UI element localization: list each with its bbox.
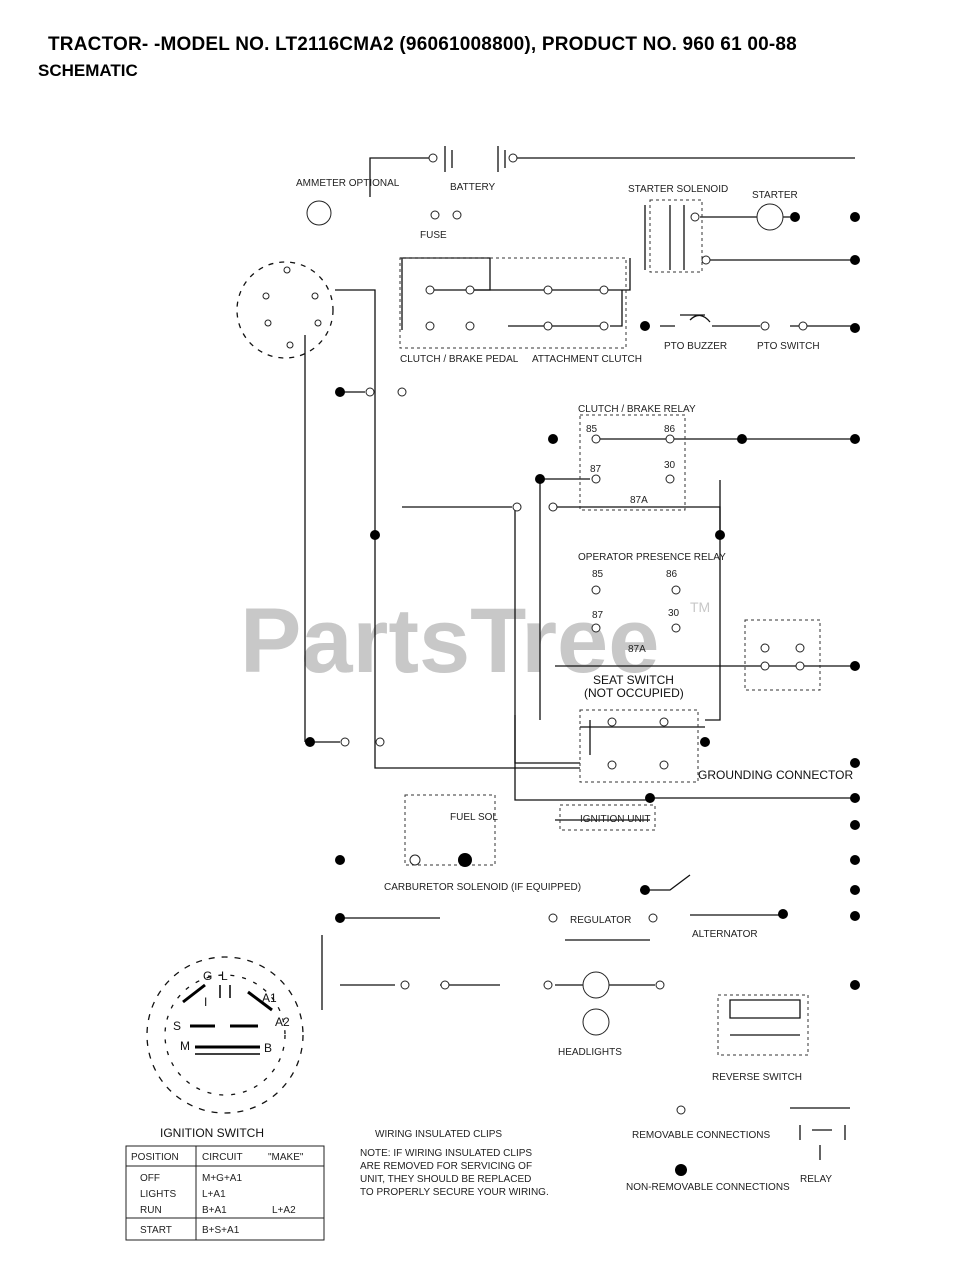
clutch-relay-label: CLUTCH / BRAKE RELAY bbox=[578, 404, 696, 415]
ign-pin-a1: A1 bbox=[262, 991, 277, 1005]
attachment-clutch-label: ATTACHMENT CLUTCH bbox=[532, 354, 642, 365]
ignition-switch-diagram: G L I A1 A2 S M B bbox=[146, 956, 304, 1114]
relay-pin-87a: 87A bbox=[630, 495, 648, 506]
reverse-switch-label: REVERSE SWITCH bbox=[712, 1072, 802, 1083]
fuel-sol-label: FUEL SOL bbox=[450, 812, 498, 823]
connection-dots bbox=[305, 212, 860, 1176]
ignition-unit-label: IGNITION UNIT bbox=[580, 814, 651, 825]
table-row-run-circuit: B+A1 bbox=[202, 1205, 227, 1216]
starter-solenoid-label: STARTER SOLENOID bbox=[628, 184, 728, 195]
seat-switch-label: SEAT SWITCH bbox=[593, 673, 674, 687]
component-outlines bbox=[399, 199, 821, 1056]
clips-line-1: NOTE: IF WIRING INSULATED CLIPS bbox=[360, 1148, 532, 1159]
seat-switch-state: (NOT OCCUPIED) bbox=[584, 686, 684, 700]
ign-pin-i: I bbox=[204, 995, 207, 1009]
table-row-start-position: START bbox=[140, 1225, 172, 1236]
ign-pin-a2: A2 bbox=[275, 1015, 290, 1029]
starter-label: STARTER bbox=[752, 190, 798, 201]
table-row-start-circuit: B+S+A1 bbox=[202, 1225, 240, 1236]
alternator-label: ALTERNATOR bbox=[692, 929, 758, 940]
table-header-make: "MAKE" bbox=[268, 1152, 304, 1163]
pto-buzzer-label: PTO BUZZER bbox=[664, 341, 727, 352]
op-relay-pin-30: 30 bbox=[668, 608, 680, 619]
op-relay-pin-87: 87 bbox=[592, 610, 604, 621]
non-removable-connections-label: NON-REMOVABLE CONNECTIONS bbox=[626, 1182, 790, 1193]
relay-pin-87: 87 bbox=[590, 464, 602, 475]
regulator-label: REGULATOR bbox=[570, 915, 631, 926]
ign-pin-l: L bbox=[221, 969, 228, 983]
clips-title: WIRING INSULATED CLIPS bbox=[375, 1129, 502, 1140]
clips-line-2: ARE REMOVED FOR SERVICING OF bbox=[360, 1161, 532, 1172]
ign-pin-g: G bbox=[203, 969, 212, 983]
ign-pin-m: M bbox=[180, 1039, 190, 1053]
table-row-lights-circuit: L+A1 bbox=[202, 1189, 226, 1200]
operator-presence-relay-label: OPERATOR PRESENCE RELAY bbox=[578, 552, 726, 563]
table-row-off-circuit: M+G+A1 bbox=[202, 1173, 242, 1184]
table-row-off-position: OFF bbox=[140, 1173, 160, 1184]
clutch-brake-label: CLUTCH / BRAKE PEDAL bbox=[400, 354, 519, 365]
ammeter-label: AMMETER OPTIONAL bbox=[296, 178, 400, 189]
op-relay-pin-87a: 87A bbox=[628, 644, 646, 655]
removable-connections-label: REMOVABLE CONNECTIONS bbox=[632, 1130, 770, 1141]
table-row-run-make: L+A2 bbox=[272, 1205, 296, 1216]
page-title: TRACTOR- -MODEL NO. LT2116CMA2 (96061008… bbox=[48, 34, 797, 55]
table-header-circuit: CIRCUIT bbox=[202, 1152, 243, 1163]
carburetor-solenoid-label: CARBURETOR SOLENOID (IF EQUIPPED) bbox=[384, 882, 581, 893]
relay-pin-86: 86 bbox=[664, 424, 676, 435]
component-labels: AMMETER OPTIONAL BATTERY FUSE STARTER SO… bbox=[160, 178, 853, 1185]
table-row-lights-position: LIGHTS bbox=[140, 1189, 176, 1200]
ign-pin-b: B bbox=[264, 1041, 272, 1055]
ignition-table: POSITION CIRCUIT "MAKE" OFF M+G+A1 LIGHT… bbox=[125, 1145, 325, 1241]
battery-label: BATTERY bbox=[450, 182, 496, 193]
watermark: PartsTree bbox=[240, 590, 659, 692]
pto-switch-label: PTO SWITCH bbox=[757, 341, 820, 352]
watermark-tm: TM bbox=[690, 599, 710, 615]
table-row-run-position: RUN bbox=[140, 1205, 162, 1216]
headlights-label: HEADLIGHTS bbox=[558, 1047, 622, 1058]
table-header-position: POSITION bbox=[131, 1152, 179, 1163]
key-switch-top bbox=[236, 261, 334, 359]
wiring-notes: WIRING INSULATED CLIPS NOTE: IF WIRING I… bbox=[360, 1129, 790, 1198]
relay-pin-30: 30 bbox=[664, 460, 676, 471]
page-subtitle: SCHEMATIC bbox=[38, 61, 138, 80]
ignition-switch-label: IGNITION SWITCH bbox=[160, 1126, 264, 1140]
op-relay-pin-86: 86 bbox=[666, 569, 678, 580]
relay-legend-symbol bbox=[799, 1125, 846, 1160]
grounding-connector-label: GROUNDING CONNECTOR bbox=[698, 768, 853, 782]
fuse-label: FUSE bbox=[420, 230, 447, 241]
relay-pin-85: 85 bbox=[586, 424, 598, 435]
op-relay-pin-85: 85 bbox=[592, 569, 604, 580]
ign-pin-s: S bbox=[173, 1019, 181, 1033]
relay-legend-label: RELAY bbox=[800, 1174, 832, 1185]
clips-line-3: UNIT, THEY SHOULD BE REPLACED bbox=[360, 1174, 531, 1185]
terminals bbox=[306, 153, 808, 1115]
clips-line-4: TO PROPERLY SECURE YOUR WIRING. bbox=[360, 1187, 549, 1198]
